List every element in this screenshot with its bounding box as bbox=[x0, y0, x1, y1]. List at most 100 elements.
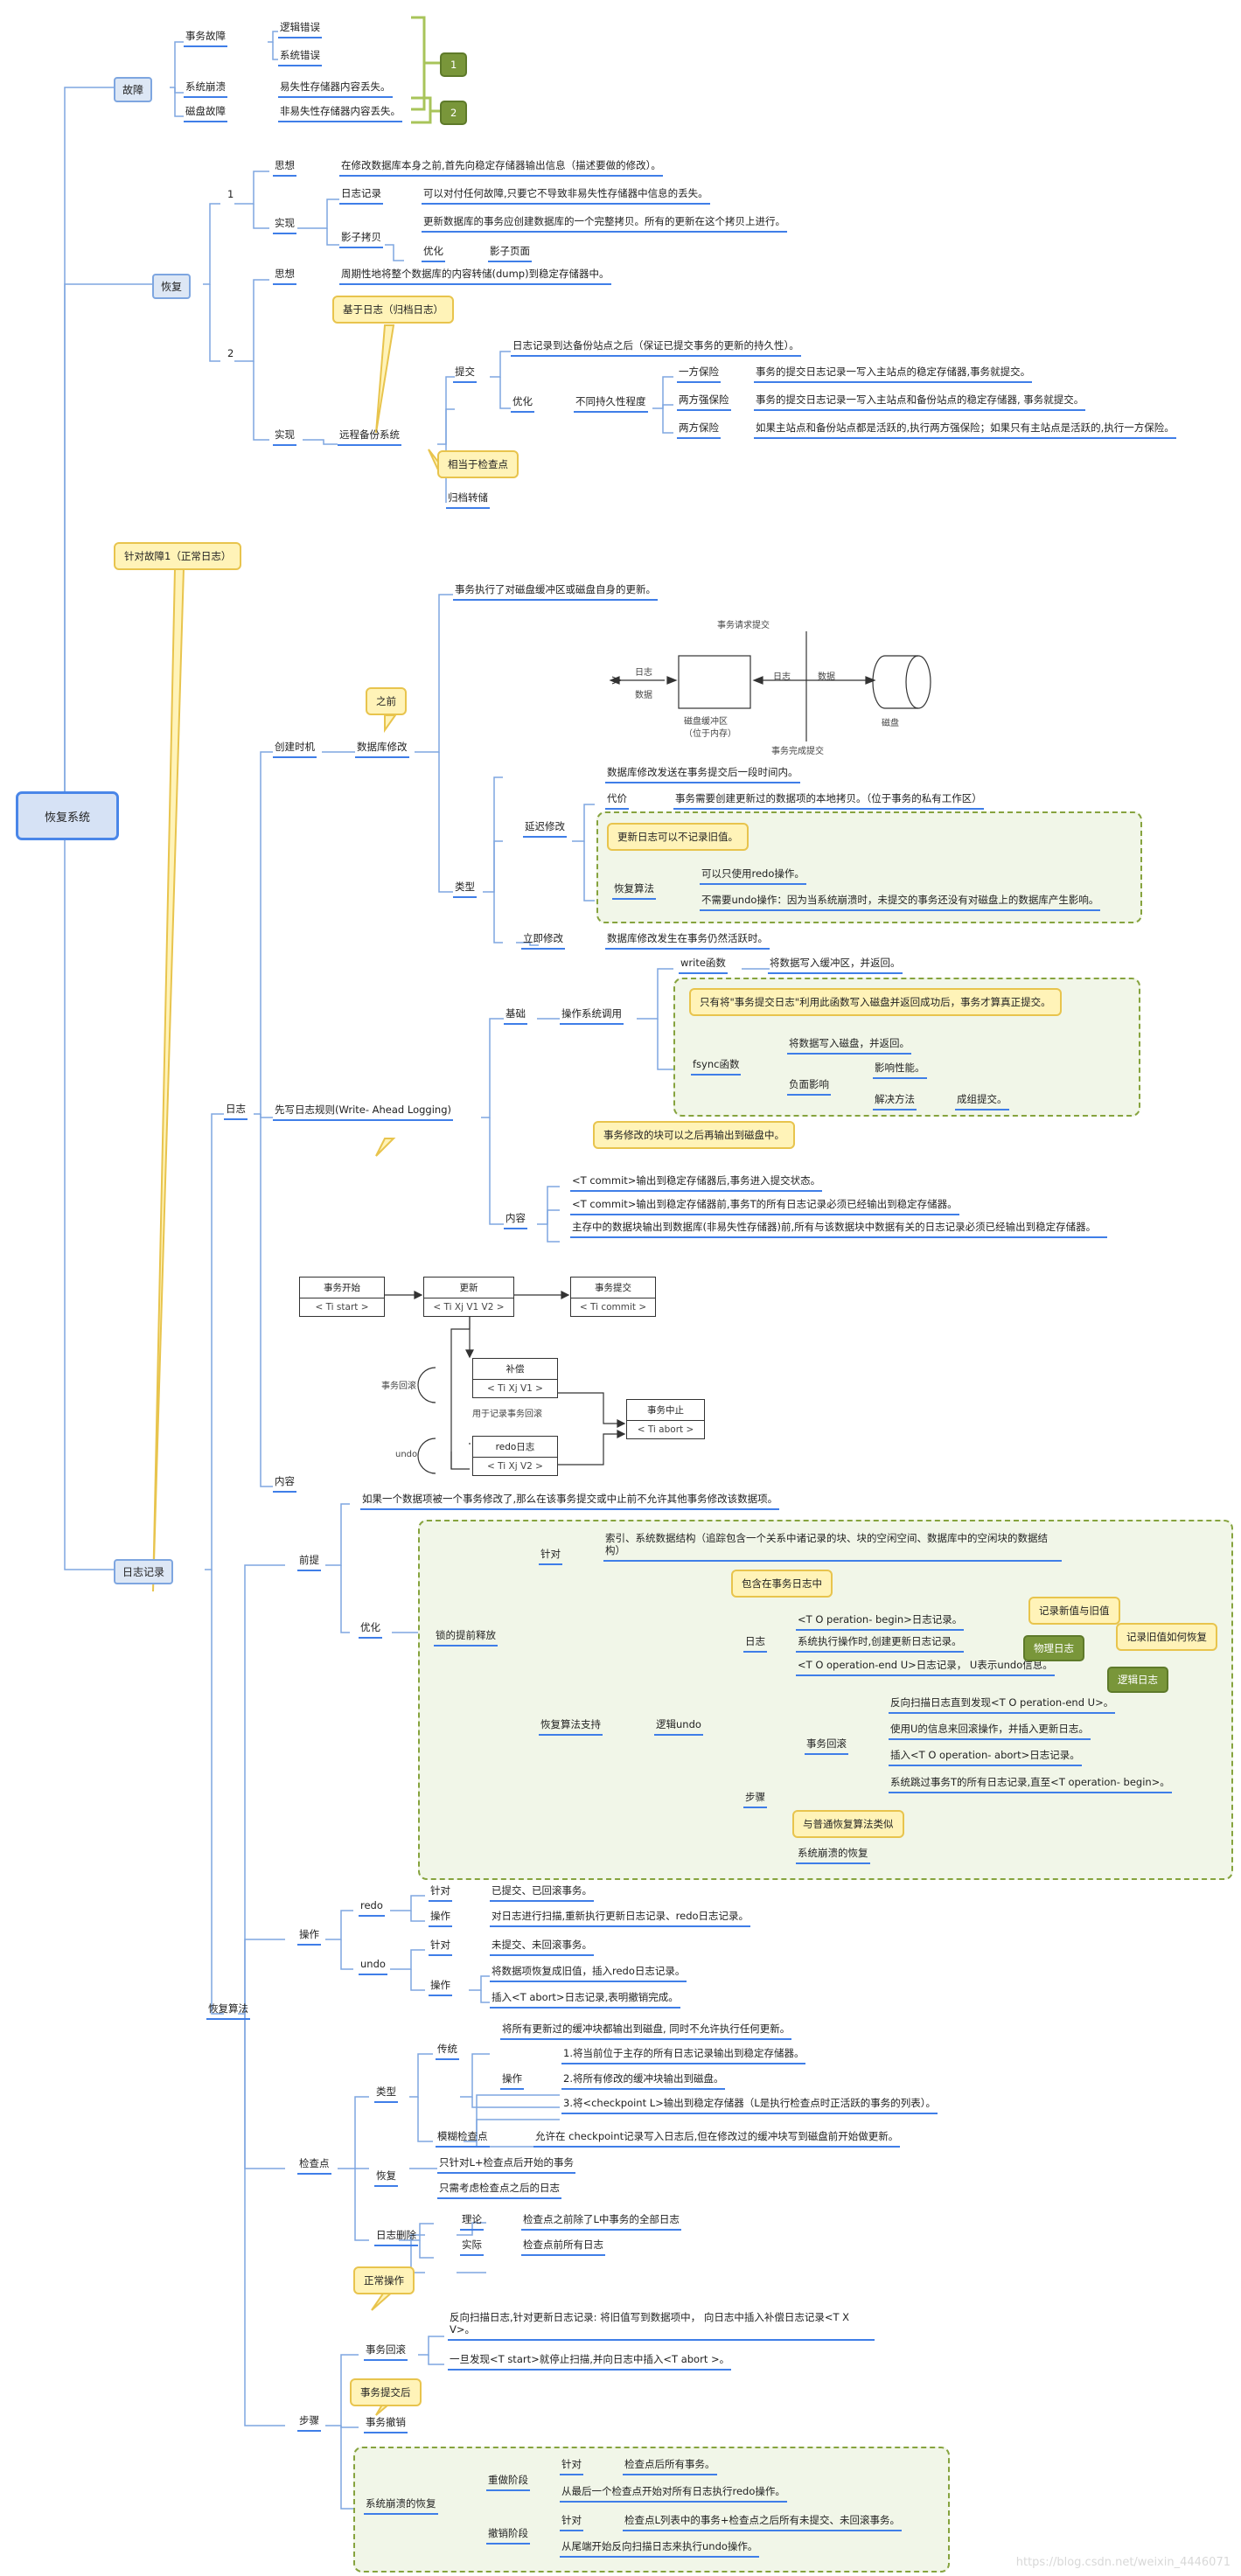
node-log-delete[interactable]: 日志删除 bbox=[374, 2229, 418, 2246]
node-undo[interactable]: undo bbox=[359, 1958, 387, 1975]
node-negative[interactable]: 负面影响 bbox=[787, 1078, 831, 1096]
node-premise-desc[interactable]: 如果一个数据项被一个事务修改了,那么在该事务提交或中止前不允许其他事务修改该数据… bbox=[360, 1493, 780, 1510]
node-rb-3[interactable]: 插入<T O operation- abort>日志记录。 bbox=[889, 1749, 1082, 1766]
node-fuzzy-desc[interactable]: 允许在 checkpoint记录写入日志后,但在修改过的缓冲块写到磁盘前开始做更… bbox=[533, 2130, 901, 2148]
node-rb-1[interactable]: 反向扫描日志直到发现<T O peration-end U>。 bbox=[889, 1696, 1116, 1714]
node-rp-target[interactable]: 针对 bbox=[560, 2458, 583, 2475]
node-one-safe-desc[interactable]: 事务的提交日志记录一写入主站点的稳定存储器,事务就提交。 bbox=[754, 366, 1033, 383]
node-durability[interactable]: 不同持久性程度 bbox=[574, 395, 648, 413]
node-undo-op-1[interactable]: 将数据项恢复成旧值，插入redo日志记录。 bbox=[490, 1965, 687, 1982]
node-undo-op-2[interactable]: 插入<T abort>日志记录,表明撤销完成。 bbox=[490, 1991, 680, 2009]
node-step-rollback[interactable]: 事务回滚 bbox=[364, 2343, 408, 2361]
node-premise[interactable]: 前提 bbox=[297, 1554, 321, 1571]
node-logical-undo[interactable]: 逻辑undo bbox=[654, 1718, 703, 1736]
node-redo-op-desc[interactable]: 对日志进行扫描,重新执行更新日志记录、redo日志记录。 bbox=[490, 1910, 751, 1927]
node-recovery-alg[interactable]: 恢复算法 bbox=[206, 2002, 250, 2020]
node-disk-desc[interactable]: 非易失性存储器内容丢失。 bbox=[278, 105, 402, 122]
node-trad-1[interactable]: 1.将当前位于主存的所有日志记录输出到稳定存储器。 bbox=[561, 2047, 806, 2064]
node-basis[interactable]: 基础 bbox=[504, 1007, 527, 1025]
node-alg-log[interactable]: 日志 bbox=[743, 1635, 767, 1653]
node-two-safe[interactable]: 两方保险 bbox=[677, 421, 721, 439]
node-undo-target[interactable]: 针对 bbox=[429, 1939, 452, 1956]
node-deferred-desc[interactable]: 数据库修改发送在事务提交后一段时间内。 bbox=[605, 766, 800, 783]
node-undo-phase[interactable]: 撤销阶段 bbox=[486, 2527, 530, 2545]
node-crash-desc[interactable]: 易失性存储器内容丢失。 bbox=[278, 80, 393, 98]
node-system-crash[interactable]: 系统崩溃 bbox=[184, 80, 227, 98]
node-up-target[interactable]: 针对 bbox=[560, 2514, 583, 2531]
node-cp-type[interactable]: 类型 bbox=[374, 2085, 398, 2103]
node-idea-1[interactable]: 思想 bbox=[273, 159, 296, 177]
node-recovery[interactable]: 恢复 bbox=[152, 274, 192, 299]
node-cpr-1[interactable]: 只针对L+检查点后开始的事务 bbox=[437, 2156, 576, 2174]
node-redo-op[interactable]: 操作 bbox=[429, 1910, 452, 1927]
node-deferred[interactable]: 延迟修改 bbox=[523, 820, 567, 838]
node-content-1[interactable]: <T commit>输出到稳定存储器后,事务进入提交状态。 bbox=[570, 1174, 823, 1192]
node-step-cancel[interactable]: 事务撤销 bbox=[364, 2416, 408, 2433]
node-two-very-safe[interactable]: 两方强保险 bbox=[677, 393, 731, 411]
node-wal[interactable]: 先写日志规则(Write- Ahead Logging) bbox=[273, 1104, 453, 1121]
node-rb-4[interactable]: 系统跳过事务T的所有日志记录,直至<T operation- begin>。 bbox=[889, 1776, 1172, 1793]
node-up-desc[interactable]: 从尾端开始反向扫描日志来执行undo操作。 bbox=[560, 2540, 760, 2558]
node-one-safe[interactable]: 一方保险 bbox=[677, 366, 721, 383]
node-content-3[interactable]: 主存中的数据块输出到数据库(非易失性存储器)前,所有与该数据块中数据有关的日志记… bbox=[570, 1221, 1107, 1238]
node-ops[interactable]: 操作 bbox=[297, 1928, 321, 1946]
node-system-error[interactable]: 系统错误 bbox=[278, 49, 322, 66]
node-remote-backup[interactable]: 远程备份系统 bbox=[338, 428, 401, 446]
node-redo-target-desc[interactable]: 已提交、已回滚事务。 bbox=[490, 1884, 594, 1902]
node-db-modify[interactable]: 数据库修改 bbox=[355, 741, 409, 758]
node-practice[interactable]: 实际 bbox=[460, 2238, 484, 2256]
node-immediate[interactable]: 立即修改 bbox=[521, 932, 565, 950]
node-trad-desc[interactable]: 将所有更新过的缓冲块都输出到磁盘, 同时不允许执行任何更新。 bbox=[500, 2023, 792, 2040]
node-recovery-1[interactable]: 1 bbox=[227, 188, 234, 200]
node-sys-log[interactable]: 系统执行操作时,创建更新日志记录。 bbox=[796, 1635, 964, 1653]
node-solution[interactable]: 解决方法 bbox=[873, 1093, 917, 1110]
node-create-time[interactable]: 创建时机 bbox=[273, 741, 317, 758]
node-no-undo[interactable]: 不需要undo操作：因为当系统崩溃时，未提交的事务还没有对磁盘上的数据库产生影响… bbox=[700, 894, 1101, 911]
node-undo-op[interactable]: 操作 bbox=[429, 1979, 452, 1996]
node-fsync[interactable]: fsync函数 bbox=[691, 1058, 742, 1076]
node-op-begin[interactable]: <T O peration- begin>日志记录。 bbox=[796, 1613, 965, 1631]
node-archive-dump[interactable]: 归档转储 bbox=[446, 491, 490, 509]
node-theory[interactable]: 理论 bbox=[460, 2213, 484, 2231]
node-impl-1[interactable]: 实现 bbox=[273, 217, 296, 234]
node-commit[interactable]: 提交 bbox=[453, 366, 477, 383]
node-up-target-desc[interactable]: 检查点L列表中的事务+检查点之后所有未提交、未回滚事务。 bbox=[623, 2514, 903, 2531]
node-cost-desc[interactable]: 事务需要创建更新过的数据项的本地拷贝。（位于事务的私有工作区） bbox=[673, 792, 984, 810]
node-transaction-fault[interactable]: 事务故障 bbox=[184, 30, 227, 47]
root-node[interactable]: 恢复系统 bbox=[16, 791, 119, 840]
node-cp-recover[interactable]: 恢复 bbox=[374, 2169, 398, 2187]
node-type[interactable]: 类型 bbox=[453, 881, 477, 898]
node-step-rb-1[interactable]: 反向扫描日志,针对更新日志记录: 将旧值写到数据项中， 向日志中插入补偿日志记录… bbox=[448, 2311, 875, 2341]
node-redo[interactable]: redo bbox=[359, 1899, 385, 1917]
node-fsync-desc[interactable]: 将数据写入磁盘，并返回。 bbox=[787, 1037, 911, 1055]
node-theory-desc[interactable]: 检查点之前除了L中事务的全部日志 bbox=[521, 2213, 681, 2231]
node-log-records[interactable]: 日志记录 bbox=[114, 1559, 174, 1584]
node-write-fn[interactable]: write函数 bbox=[679, 957, 728, 974]
node-cpr-2[interactable]: 只需考虑检查点之后的日志 bbox=[437, 2182, 561, 2199]
node-perf[interactable]: 影响性能。 bbox=[873, 1062, 927, 1079]
node-target[interactable]: 针对 bbox=[539, 1548, 562, 1565]
node-shadow-desc[interactable]: 更新数据库的事务应创建数据库的一个完整拷贝。所有的更新在这个拷贝上进行。 bbox=[422, 215, 787, 233]
node-disk-fault[interactable]: 磁盘故障 bbox=[184, 105, 227, 122]
node-target-desc[interactable]: 索引、系统数据结构（追踪包含一个关系中诸记录的块、块的空闲空间、数据库中的空闲块… bbox=[603, 1532, 1062, 1562]
node-os-call[interactable]: 操作系统调用 bbox=[560, 1007, 624, 1025]
node-logical-error[interactable]: 逻辑错误 bbox=[278, 21, 322, 38]
node-idea-2[interactable]: 思想 bbox=[273, 268, 296, 285]
node-trad-3[interactable]: 3.将<checkpoint L>输出到稳定存储器（L是执行检查点时正活跃的事务… bbox=[561, 2097, 938, 2114]
node-alg-optimize[interactable]: 优化 bbox=[359, 1621, 382, 1639]
node-content-2[interactable]: <T commit>输出到稳定存储器前,事务T的所有日志记录必须已经输出到稳定存… bbox=[570, 1198, 959, 1215]
node-steps[interactable]: 步骤 bbox=[297, 2414, 321, 2432]
node-log[interactable]: 日志 bbox=[224, 1103, 248, 1120]
node-alg-support[interactable]: 恢复算法支持 bbox=[539, 1718, 603, 1736]
node-recover-alg[interactable]: 恢复算法 bbox=[612, 882, 656, 900]
node-log-record-desc[interactable]: 可以对付任何故障,只要它不导致非易失性存储器中信息的丢失。 bbox=[422, 187, 710, 205]
node-shadow-page[interactable]: 影子页面 bbox=[488, 245, 532, 262]
node-undo-target-desc[interactable]: 未提交、未回滚事务。 bbox=[490, 1939, 594, 1956]
node-step-crash[interactable]: 系统崩溃的恢复 bbox=[364, 2497, 438, 2515]
node-impl-2[interactable]: 实现 bbox=[273, 428, 296, 446]
node-write-desc[interactable]: 将数据写入缓冲区，并返回。 bbox=[768, 957, 903, 974]
node-content-flow[interactable]: 内容 bbox=[273, 1475, 296, 1493]
node-shadow-copy[interactable]: 影子拷贝 bbox=[339, 231, 383, 248]
node-commit-desc[interactable]: 日志记录到达备份站点之后（保证已提交事务的更新的持久性）。 bbox=[511, 339, 801, 357]
node-two-safe-desc[interactable]: 如果主站点和备份站点都是活跃的,执行两方强保险；如果只有主站点是活跃的,执行一方… bbox=[754, 421, 1176, 439]
